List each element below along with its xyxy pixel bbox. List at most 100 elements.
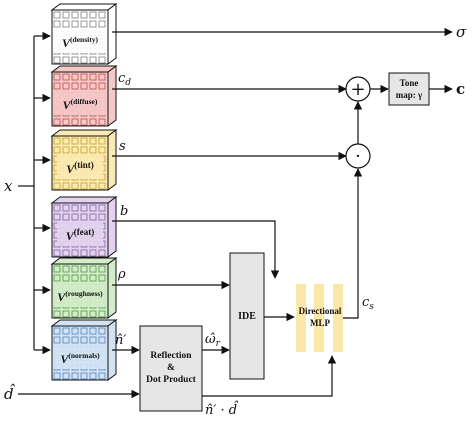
- voxel-cell: [80, 182, 88, 190]
- voxel-cell: [89, 336, 97, 344]
- voxel-cell: [80, 20, 88, 28]
- voxel-cell: [98, 336, 106, 344]
- input-d-label: d̂: [4, 384, 15, 403]
- cube-label-density: V(density): [62, 35, 98, 50]
- voxel-cell: [71, 118, 79, 126]
- cube-label-base: V: [66, 162, 75, 176]
- reflection-box: [139, 325, 203, 412]
- voxel-cell: [80, 372, 88, 380]
- voxel-cell: [53, 213, 61, 221]
- voxel-cell: [71, 249, 79, 257]
- cube-label-background: [53, 345, 107, 369]
- cube-label-normals: V(normals): [60, 351, 100, 366]
- voxel-cell: [71, 20, 79, 28]
- voxel-cell: [71, 11, 79, 19]
- voxel-cell: [62, 73, 70, 81]
- voxel-cell: [98, 118, 106, 126]
- plus-symbol: +: [350, 79, 365, 100]
- voxel-cell: [53, 249, 61, 257]
- voxel-cell: [62, 11, 70, 19]
- voxel-cell: [80, 265, 88, 273]
- voxel-cell: [98, 327, 106, 335]
- cube-side-face: [107, 65, 117, 127]
- voxel-cell: [89, 182, 97, 190]
- specular-arrow: [343, 168, 363, 319]
- cd-base: c: [118, 71, 126, 86]
- voxel-cell: [98, 249, 106, 257]
- voxel-cell: [62, 265, 70, 273]
- voxel-cell: [89, 20, 97, 28]
- voxel-cell: [89, 82, 97, 90]
- cube-label-background: [53, 91, 107, 115]
- cs-label: cs: [362, 295, 374, 312]
- voxel-cell: [80, 82, 88, 90]
- voxel-cell: [62, 249, 70, 257]
- voxel-cell: [98, 20, 106, 28]
- voxel-cell: [71, 56, 79, 64]
- cube-normals: V(normals): [50, 319, 118, 381]
- voxel-cell: [80, 56, 88, 64]
- voxel-cell: [62, 146, 70, 154]
- voxel-cell: [89, 56, 97, 64]
- voxel-cell: [98, 213, 106, 221]
- cube-label-base: V: [60, 352, 69, 366]
- cs-sub: s: [369, 302, 374, 312]
- voxel-cell: [89, 213, 97, 221]
- voxel-cell: [89, 274, 97, 282]
- voxel-cell: [98, 56, 106, 64]
- voxel-cell: [98, 310, 106, 318]
- voxel-cell: [98, 137, 106, 145]
- voxel-cell: [98, 204, 106, 212]
- cube-tint: V(tint): [50, 129, 118, 191]
- voxel-cell: [71, 204, 79, 212]
- voxel-cell: [53, 11, 61, 19]
- cube-side-face: [107, 257, 117, 319]
- cube-label-sup: (density): [70, 35, 98, 44]
- voxel-cell: [80, 213, 88, 221]
- voxel-cell: [89, 137, 97, 145]
- voxel-cell: [80, 137, 88, 145]
- cube-label-sup: (normals): [68, 351, 100, 360]
- voxel-cell: [53, 20, 61, 28]
- mlp-layer-2: [314, 284, 324, 352]
- voxel-cell: [71, 146, 79, 154]
- voxel-cell: [98, 274, 106, 282]
- dot-product-arrow: [202, 355, 337, 397]
- voxel-cell: [71, 336, 79, 344]
- mlp-line1: Directional: [299, 306, 342, 316]
- reflection-line3: Dot Product: [146, 375, 197, 385]
- cube-density: V(density): [50, 3, 118, 65]
- cube-top-face: [50, 319, 118, 327]
- cube-roughness: V(roughness): [50, 257, 118, 319]
- cube-label-sup: (roughness): [65, 289, 103, 298]
- voxel-cell: [71, 372, 79, 380]
- voxel-cell: [53, 146, 61, 154]
- voxel-cell: [71, 327, 79, 335]
- voxel-cell: [71, 310, 79, 318]
- voxel-cell: [89, 249, 97, 257]
- voxel-cell: [89, 372, 97, 380]
- voxel-cell: [98, 182, 106, 190]
- cube-top-face: [50, 65, 118, 73]
- voxel-cell: [89, 310, 97, 318]
- voxel-cell: [71, 137, 79, 145]
- voxel-cell: [62, 182, 70, 190]
- omega-sub: r: [216, 339, 221, 349]
- cube-top-face: [50, 196, 118, 204]
- voxel-cell: [98, 11, 106, 19]
- omega-label: ω̂r: [205, 332, 221, 349]
- cd-label: cd: [118, 71, 131, 88]
- voxel-cell: [53, 327, 61, 335]
- voxel-cell: [62, 82, 70, 90]
- voxel-cell: [80, 204, 88, 212]
- voxel-cell: [98, 146, 106, 154]
- voxel-cell: [71, 265, 79, 273]
- voxel-cell: [80, 11, 88, 19]
- mlp-layer-1: [296, 284, 306, 352]
- cube-label-sup: (diffuse): [71, 97, 98, 106]
- cube-side-face: [107, 129, 117, 191]
- cube-label-background: [57, 222, 103, 246]
- voxel-cell: [62, 204, 70, 212]
- cube-feat: V(feat): [50, 196, 118, 258]
- cs-base: c: [362, 295, 370, 310]
